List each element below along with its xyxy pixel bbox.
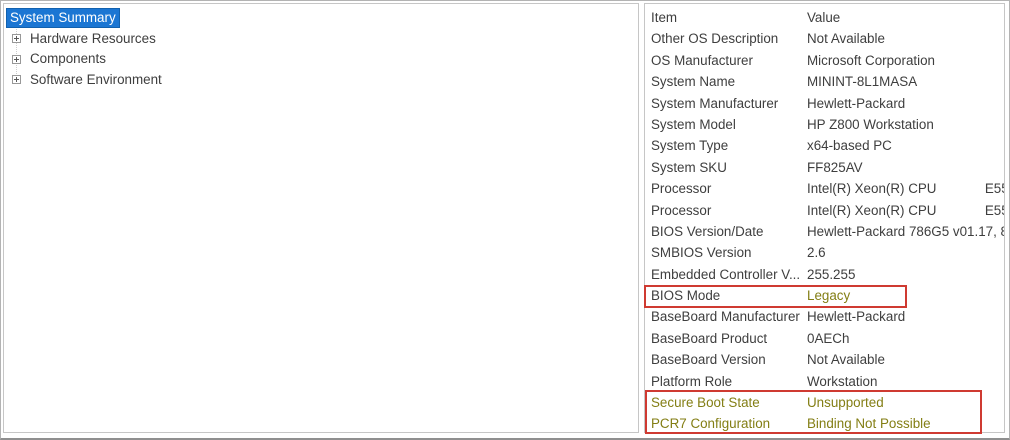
- value-cell: Not Available: [807, 352, 885, 368]
- item-cell: System Model: [651, 116, 736, 132]
- list-header-row: Item Value: [645, 7, 1004, 28]
- value-cell: x64-based PC: [807, 138, 892, 154]
- tree-item-label[interactable]: Software Environment: [30, 71, 162, 87]
- value-cell: Workstation: [807, 373, 878, 389]
- value-cell: Not Available: [807, 31, 885, 47]
- value-cell: Hewlett-Packard 786G5 v01.17, 8/: [807, 223, 1004, 239]
- list-row[interactable]: BaseBoard Product 0AECh: [645, 328, 1004, 349]
- value-cell: Hewlett-Packard: [807, 95, 906, 111]
- item-cell: Other OS Description: [651, 31, 779, 47]
- item-cell: OS Manufacturer: [651, 52, 753, 68]
- item-cell: Processor: [651, 202, 712, 218]
- list-row[interactable]: System SKU FF825AV: [645, 157, 1004, 178]
- list-row[interactable]: BIOS Version/Date Hewlett-Packard 786G5 v…: [645, 221, 1004, 242]
- item-cell: System SKU: [651, 159, 727, 175]
- list-row[interactable]: Processor Intel(R) Xeon(R) CPU E5506: [645, 200, 1004, 221]
- value-cell: Unsupported: [807, 395, 884, 411]
- tree-item-label[interactable]: System Summary: [7, 9, 119, 28]
- value-cell: Hewlett-Packard: [807, 309, 906, 325]
- list-row[interactable]: System Type x64-based PC: [645, 135, 1004, 156]
- item-cell: Secure Boot State: [651, 395, 760, 411]
- list-row[interactable]: BIOS Mode Legacy: [645, 285, 1004, 306]
- list-row[interactable]: BaseBoard Version Not Available: [645, 349, 1004, 370]
- tree-item-hardware-resources[interactable]: Hardware Resources: [4, 29, 638, 50]
- tree-guide-line: [16, 26, 17, 82]
- value-cell: 2.6: [807, 245, 826, 261]
- value-cell: Intel(R) Xeon(R) CPU E5506: [807, 202, 1004, 218]
- plus-expander-icon[interactable]: [12, 54, 21, 64]
- item-cell: Embedded Controller V...: [651, 266, 801, 282]
- value-cell: Microsoft Corporation: [807, 52, 936, 68]
- item-cell: Platform Role: [651, 373, 733, 389]
- item-cell: System Manufacturer: [651, 95, 779, 111]
- item-cell: BaseBoard Manufacturer: [651, 309, 800, 325]
- list-row[interactable]: SMBIOS Version 2.6: [645, 242, 1004, 263]
- tree-item-system-summary[interactable]: System Summary: [4, 8, 638, 29]
- tree-item-components[interactable]: Components: [4, 49, 638, 70]
- list-row[interactable]: Secure Boot State Unsupported: [645, 392, 1004, 413]
- item-cell: BaseBoard Version: [651, 352, 766, 368]
- column-header-value[interactable]: Value: [807, 10, 841, 25]
- value-cell: 0AECh: [807, 330, 850, 346]
- list-row[interactable]: Embedded Controller V... 255.255: [645, 264, 1004, 285]
- item-cell: BIOS Mode: [651, 288, 721, 304]
- value-cell: Legacy: [807, 288, 851, 304]
- value-cell: FF825AV: [807, 159, 863, 175]
- plus-expander-icon[interactable]: [12, 75, 21, 85]
- list-row[interactable]: Platform Role Workstation: [645, 371, 1004, 392]
- tree-item-label[interactable]: Hardware Resources: [30, 30, 156, 46]
- column-header-item[interactable]: Item: [651, 10, 678, 25]
- item-cell: BaseBoard Product: [651, 330, 768, 346]
- item-cell: System Name: [651, 74, 736, 90]
- value-cell: Binding Not Possible: [807, 416, 931, 432]
- list-row[interactable]: OS Manufacturer Microsoft Corporation: [645, 50, 1004, 71]
- list-row[interactable]: PCR7 Configuration Binding Not Possible: [645, 413, 1004, 432]
- value-cell: 255.255: [807, 266, 856, 282]
- item-cell: Processor: [651, 181, 712, 197]
- item-cell: BIOS Version/Date: [651, 223, 764, 239]
- plus-expander-icon[interactable]: [12, 34, 21, 44]
- list-row[interactable]: System Manufacturer Hewlett-Packard: [645, 93, 1004, 114]
- item-cell: SMBIOS Version: [651, 245, 752, 261]
- list-row[interactable]: System Model HP Z800 Workstation: [645, 114, 1004, 135]
- value-cell: MININT-8L1MASA: [807, 74, 918, 90]
- tree-item-software-environment[interactable]: Software Environment: [4, 70, 638, 91]
- list-row[interactable]: Processor Intel(R) Xeon(R) CPU E5506: [645, 178, 1004, 199]
- value-cell: HP Z800 Workstation: [807, 116, 934, 132]
- list-row[interactable]: System Name MININT-8L1MASA: [645, 71, 1004, 92]
- list-row[interactable]: Other OS Description Not Available: [645, 28, 1004, 49]
- item-cell: PCR7 Configuration: [651, 416, 771, 432]
- item-cell: System Type: [651, 138, 729, 154]
- value-cell: Intel(R) Xeon(R) CPU E5506: [807, 181, 1004, 197]
- list-row[interactable]: BaseBoard Manufacturer Hewlett-Packard: [645, 306, 1004, 327]
- tree-item-label[interactable]: Components: [30, 51, 106, 67]
